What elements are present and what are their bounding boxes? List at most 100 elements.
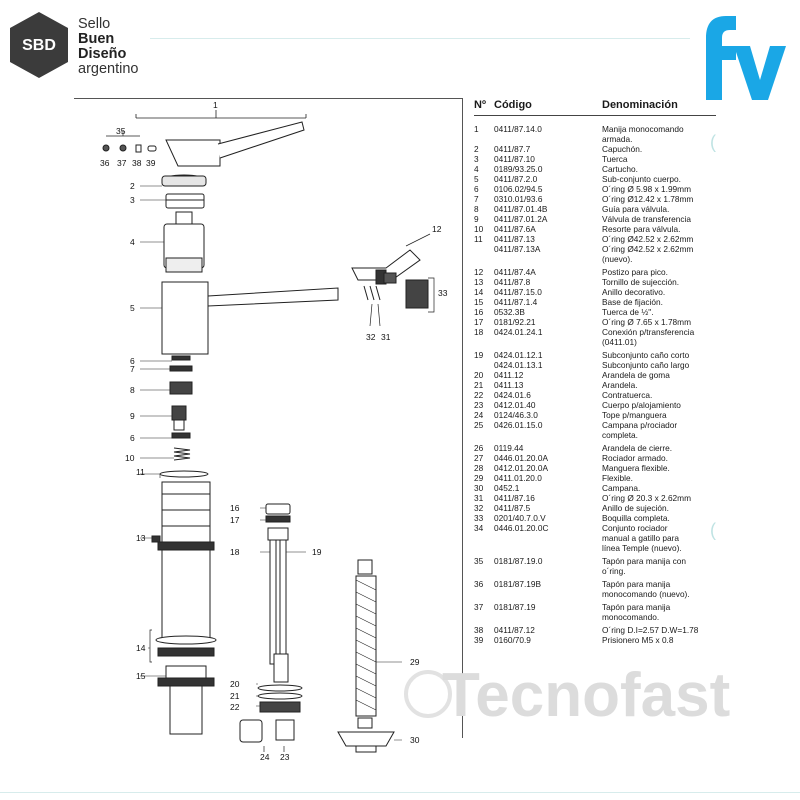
sbd-line-1: Sello: [78, 16, 111, 32]
decorative-paren: (: [710, 132, 716, 152]
row-description: Capuchón.: [602, 144, 643, 154]
row-code: 0201/40.7.0.V: [494, 513, 546, 523]
fv-logo: fv: [706, 16, 786, 100]
row-number: 27: [474, 453, 484, 463]
callout-33: 33: [438, 288, 448, 298]
row-description: Guía para válvula.: [602, 204, 670, 214]
table-row: 29 0411.01.20.0 Flexible.: [474, 473, 794, 483]
row-number: 38: [474, 625, 484, 635]
callout-12: 12: [432, 224, 442, 234]
header-rule: [150, 38, 690, 39]
row-code: 0412.01.40: [494, 400, 536, 410]
footer-rule: [0, 792, 800, 793]
row-number: 5: [474, 174, 479, 184]
row-number: 30: [474, 483, 484, 493]
row-code: 0411.01.20.0: [494, 473, 542, 483]
row-code: 0412.01.20.0A: [494, 463, 548, 473]
row-number: 2: [474, 144, 479, 154]
callout-36: 36: [100, 158, 110, 168]
callout-22: 22: [230, 702, 240, 712]
row-number: 29: [474, 473, 484, 483]
row-code: 0411/87.10: [494, 154, 535, 164]
row-description: Rociador armado.: [602, 453, 668, 463]
row-number: 13: [474, 277, 484, 287]
row-description: Tope p/manguera: [602, 410, 667, 420]
row-number: 26: [474, 443, 484, 453]
callout-3: 3: [130, 195, 135, 205]
table-row: 27 0446.01.20.0A Rociador armado.: [474, 453, 794, 463]
row-description: O´ring Ø12.42 x 1.78mm: [602, 194, 694, 204]
row-description: Flexible.: [602, 473, 633, 483]
row-code: 0424.01.6: [494, 390, 531, 400]
row-description: Campana.: [602, 483, 641, 493]
row-code: 0446.01.20.0A: [494, 453, 548, 463]
row-description: Anillo de sujeción.: [602, 503, 669, 513]
row-code: 0411.13: [494, 380, 524, 390]
callout-18: 18: [230, 547, 240, 557]
sbd-line-4: argentino: [78, 61, 139, 77]
callout-11: 11: [136, 467, 145, 477]
row-number: 36: [474, 579, 484, 589]
row-number: 4: [474, 164, 479, 174]
callout-4: 4: [130, 237, 135, 247]
row-number: 37: [474, 602, 484, 612]
row-code: 0424.01.24.1: [494, 327, 543, 337]
row-code: 0189/93.25.0: [494, 164, 543, 174]
row-description: O´ring Ø42.52 x 2.62mm O´ring Ø42.52 x 2…: [602, 234, 694, 264]
row-description: O´ring Ø 7.65 x 1.78mm: [602, 317, 691, 327]
row-number: 12: [474, 267, 484, 277]
row-code: 0411/87.01.4B: [494, 204, 548, 214]
tecnofast-watermark: Tecnofast: [404, 661, 730, 730]
row-description: Base de fijación.: [602, 297, 663, 307]
row-number: 7: [474, 194, 479, 204]
row-number: 14: [474, 287, 484, 297]
row-description: Subconjunto caño corto Subconjunto caño …: [602, 350, 690, 370]
diagram-top-rule: [74, 98, 462, 99]
callout-6b: 6: [130, 433, 135, 443]
row-code: 0411/87.12: [494, 625, 535, 635]
sbd-line-2: Buen: [78, 31, 115, 47]
callout-16: 16: [230, 503, 240, 513]
table-row: 8 0411/87.01.4B Guía para válvula.: [474, 204, 794, 214]
row-number: 10: [474, 224, 484, 234]
sbd-line-3: Diseño: [78, 46, 127, 62]
row-code: 0411/87.13 0411/87.13A: [494, 234, 541, 254]
table-header-rule: [474, 115, 716, 116]
row-code: 0160/70.9: [494, 635, 531, 645]
row-code: 0411/87.6A: [494, 224, 536, 234]
row-number: 28: [474, 463, 484, 473]
row-code: 0426.01.15.0: [494, 420, 543, 430]
row-description: Arandela de cierre.: [602, 443, 673, 453]
row-number: 25: [474, 420, 484, 430]
row-code: 0446.01.20.0C: [494, 523, 549, 533]
row-number: 8: [474, 204, 479, 214]
row-code: 0411/87.01.2A: [494, 214, 548, 224]
sbd-badge-text: SBD: [22, 37, 56, 54]
callout-31: 31: [381, 332, 391, 342]
callout-21: 21: [230, 691, 240, 701]
callout-10: 10: [125, 453, 135, 463]
sbd-logo-badge: SBD: [10, 12, 68, 78]
